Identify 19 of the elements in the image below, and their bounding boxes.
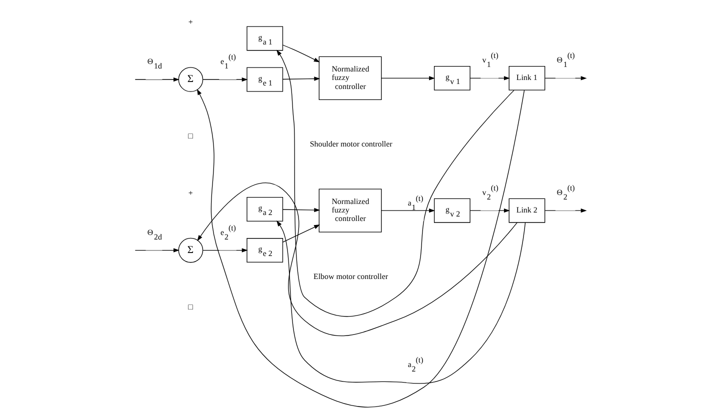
arrow (544, 76, 587, 80)
arrow (381, 76, 436, 80)
arrow (276, 50, 514, 317)
arrow (282, 208, 320, 212)
arrow (134, 248, 180, 252)
arrow (470, 208, 510, 213)
arrow (470, 76, 510, 80)
arrow (282, 44, 320, 62)
arrow (196, 88, 525, 408)
node-circle: Σ (178, 238, 204, 263)
node-circle: Σ (178, 67, 204, 92)
arrow (202, 77, 248, 82)
arrow (134, 77, 180, 82)
arrow (282, 76, 320, 81)
arrow (544, 208, 587, 213)
arrow (202, 248, 248, 252)
arrow (197, 182, 518, 336)
arrow (381, 208, 436, 213)
arrow (282, 224, 320, 242)
